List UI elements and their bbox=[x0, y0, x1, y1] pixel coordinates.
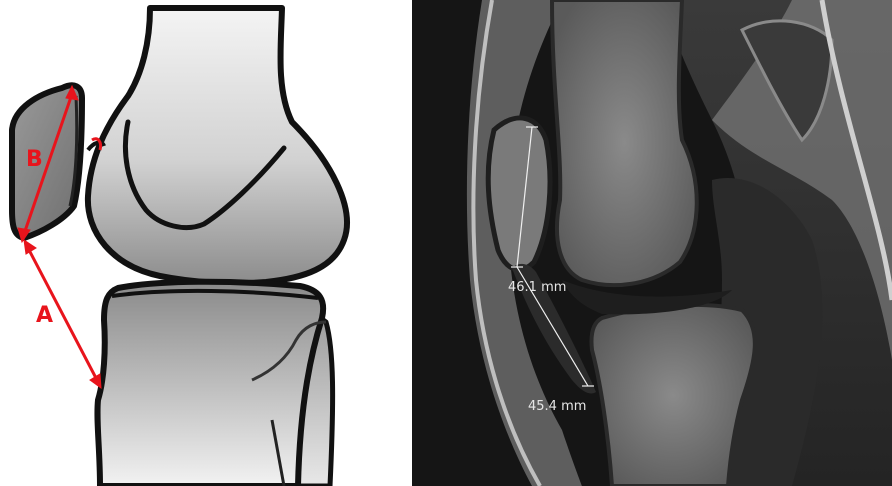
tibia-bone bbox=[97, 282, 323, 486]
label-b: B bbox=[26, 147, 43, 172]
knee-schematic: B A bbox=[0, 0, 405, 486]
mri-tibia bbox=[591, 305, 754, 486]
mri-femur bbox=[552, 0, 697, 285]
mri-measurement-label-2: 45.4 mm bbox=[528, 399, 586, 414]
mri-image: 46.1 mm 45.4 mm bbox=[412, 0, 892, 486]
patella-bone bbox=[12, 85, 82, 238]
label-a: A bbox=[36, 303, 53, 328]
mri-image-panel: 46.1 mm 45.4 mm bbox=[412, 0, 892, 486]
knee-schematic-panel: B A bbox=[0, 0, 405, 486]
mri-measurement-label-1: 46.1 mm bbox=[508, 280, 566, 295]
